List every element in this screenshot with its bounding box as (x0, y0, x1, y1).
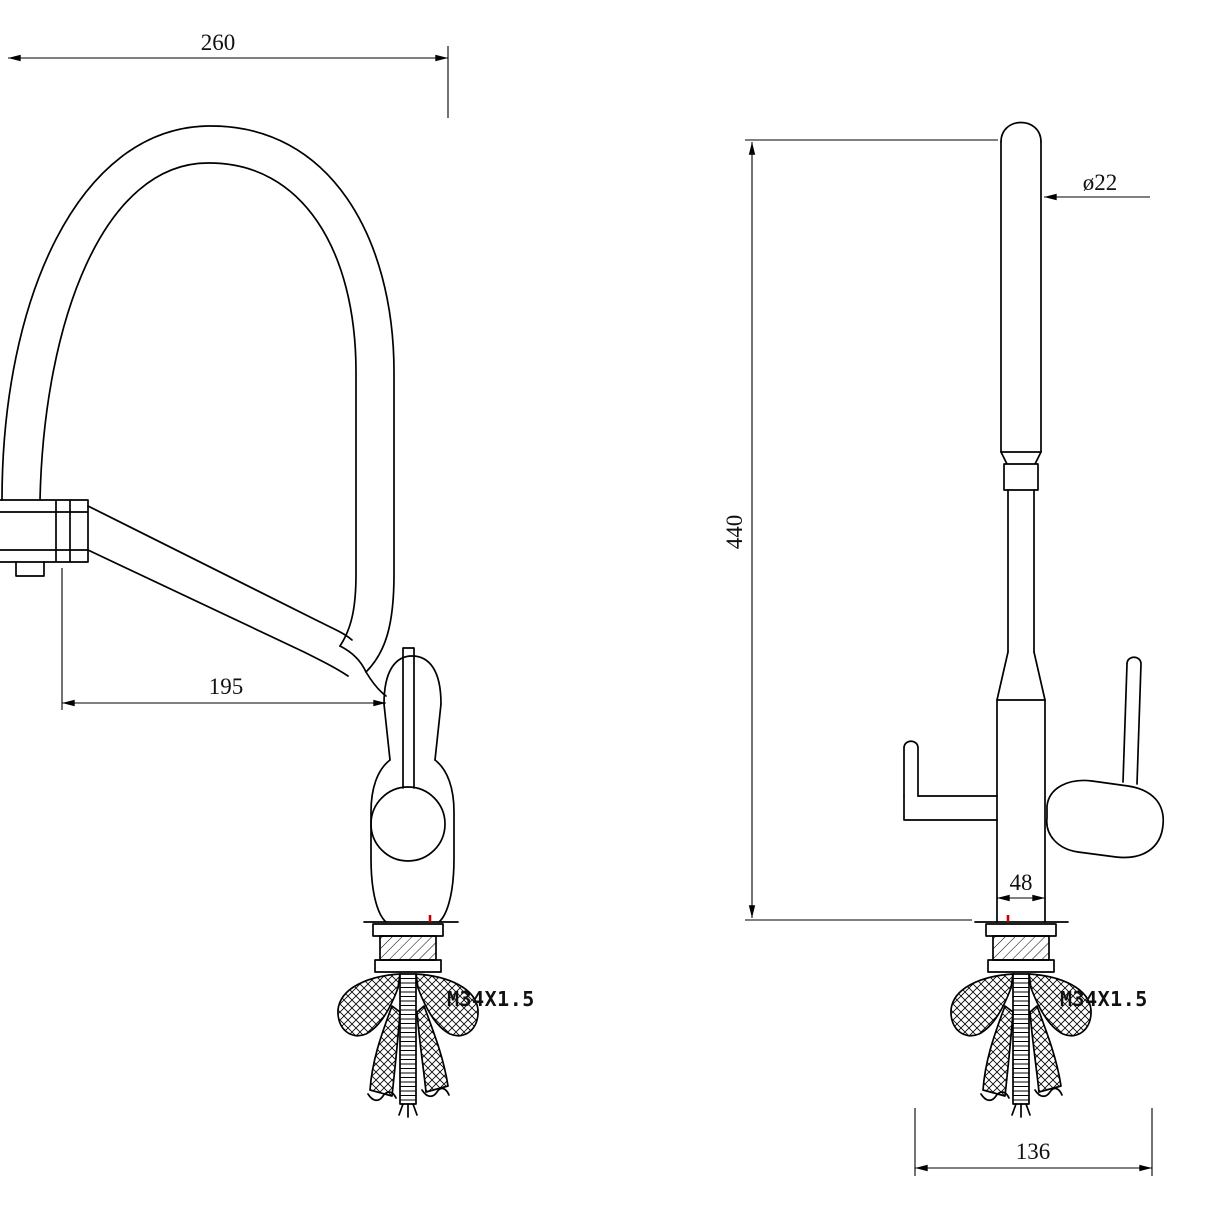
dimension-pipe-diameter: ø22 (1043, 170, 1150, 201)
spray-tube-lower (87, 549, 349, 677)
pipe-collar (1000, 451, 1042, 491)
dimension-spout-width: 260 (7, 30, 449, 118)
mounting-hardware-front (337, 923, 479, 1118)
dim-label-dia22: ø22 (1083, 170, 1118, 195)
hose-arch-inner (39, 162, 357, 647)
side-view: 440 ø22 48 M34X1.5 136 (722, 121, 1165, 1176)
dim-label-195: 195 (209, 674, 244, 699)
dimension-body-width: 48 (996, 870, 1046, 902)
dim-label-260: 260 (201, 30, 236, 55)
handle-ball (370, 786, 446, 862)
dimension-total-height: 440 (722, 139, 998, 921)
side-spray-connector (0, 499, 89, 577)
filter-lever-left (903, 740, 998, 821)
body-right-edge (434, 759, 455, 923)
thread-label-side: M34X1.5 (1060, 987, 1148, 1011)
handle-knob-side (1046, 779, 1165, 859)
handle-lever-right (1046, 656, 1165, 859)
dock-rod (402, 647, 415, 789)
mounting-hardware-side (950, 923, 1092, 1118)
dim-label-440: 440 (722, 515, 747, 550)
dimension-spout-reach: 195 (61, 568, 387, 710)
spout-pipe-side (996, 121, 1046, 701)
dim-label-48: 48 (1010, 870, 1033, 895)
spout-holder (383, 647, 442, 789)
dim-label-136: 136 (1016, 1139, 1051, 1164)
body-left-edge (370, 759, 391, 923)
dimension-base-width: 136 (914, 1108, 1153, 1176)
spray-tube-upper (87, 505, 353, 641)
spout-head-flare (996, 651, 1046, 701)
thread-label-front: M34X1.5 (447, 987, 535, 1011)
faucet-body-side (974, 699, 1069, 923)
front-view: 260 (0, 30, 535, 1118)
faucet-body-front (363, 759, 459, 923)
hose-arch-outer (1, 125, 395, 673)
